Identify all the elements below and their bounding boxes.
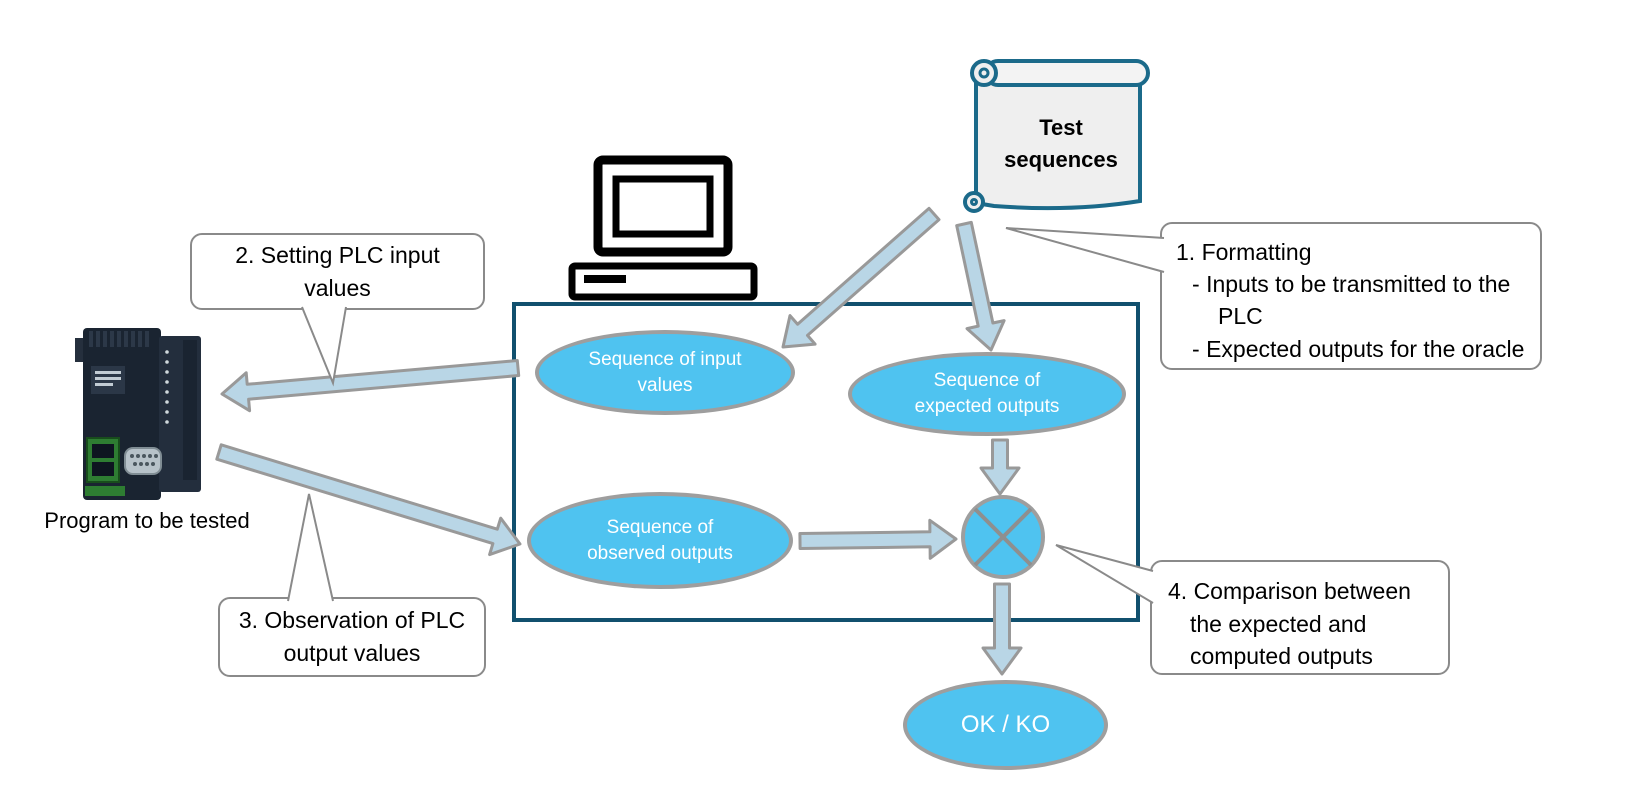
test-sequences-label: Test sequences [1004, 115, 1118, 172]
arrow-plc-to-observed-outputs [215, 443, 522, 557]
node-sequence-of-observed-outputs: Sequence of observed outputs [527, 492, 793, 589]
top-vents [89, 331, 149, 347]
bullet: - [1192, 335, 1200, 362]
tail-observation [287, 493, 334, 602]
tail-formatting [1005, 227, 1165, 273]
scroll-icon [963, 59, 1150, 213]
plc-caption: Program to be tested [44, 508, 250, 533]
node-label: Sequence of input values [588, 348, 742, 396]
arrow-set-plc-inputs [220, 359, 521, 413]
callout-setting-plc-inputs: 2. Setting PLC input values [190, 233, 485, 310]
callout-item-text: Inputs to be transmitted to the PLC [1206, 271, 1511, 330]
tail-setting [301, 306, 347, 387]
node-label: Sequence of expected outputs [914, 370, 1060, 417]
node-sequence-of-input-values: Sequence of input values [535, 330, 795, 415]
callout-item: - Inputs to be transmitted to the PLC [1176, 268, 1526, 332]
scroll-top-curl-inner [978, 67, 990, 79]
callout-title: 1. Formatting [1176, 239, 1312, 265]
status-leds [165, 350, 169, 424]
ethernet-jack-1 [92, 444, 114, 458]
bottom-strip [85, 486, 125, 496]
callout-comparison: 4. Comparison between the expected and c… [1150, 560, 1450, 675]
computer-icon [568, 155, 758, 301]
scroll-bottom-curl-inner [970, 198, 978, 206]
plc-device-image [75, 328, 201, 500]
callout-item: - Expected outputs for the oracle [1176, 333, 1526, 365]
computer-base [568, 262, 758, 301]
serial-connector [124, 447, 162, 475]
callout-item-text: Expected outputs for the oracle [1206, 335, 1525, 362]
scroll-paper [974, 73, 1142, 211]
bullet: - [1192, 271, 1200, 298]
callout-text: 3. Observation of PLC output values [238, 607, 466, 666]
scroll-top-roll [984, 59, 1150, 87]
monitor-screen [612, 175, 714, 238]
scroll-top-curl [970, 59, 998, 87]
node-label: Sequence of observed outputs [587, 516, 733, 564]
front-label-lines [95, 371, 121, 386]
serial-pins [130, 454, 158, 466]
callout-text: 2. Setting PLC input values [235, 241, 440, 301]
callout-text: 4. Comparison between the expected and c… [1168, 578, 1411, 670]
node-result-ok-ko: OK / KO [903, 680, 1108, 770]
node-sequence-of-expected-outputs: Sequence of expected outputs [848, 352, 1126, 436]
callout-formatting: 1. Formatting - Inputs to be transmitted… [1160, 222, 1542, 370]
scroll-bottom-curl [963, 191, 985, 213]
callout-observation-plc-outputs: 3. Observation of PLC output values [218, 597, 486, 677]
node-label: OK / KO [960, 710, 1051, 738]
side-stripe [183, 340, 197, 480]
disk-slot [584, 275, 626, 283]
ethernet-jack-2 [92, 462, 114, 476]
